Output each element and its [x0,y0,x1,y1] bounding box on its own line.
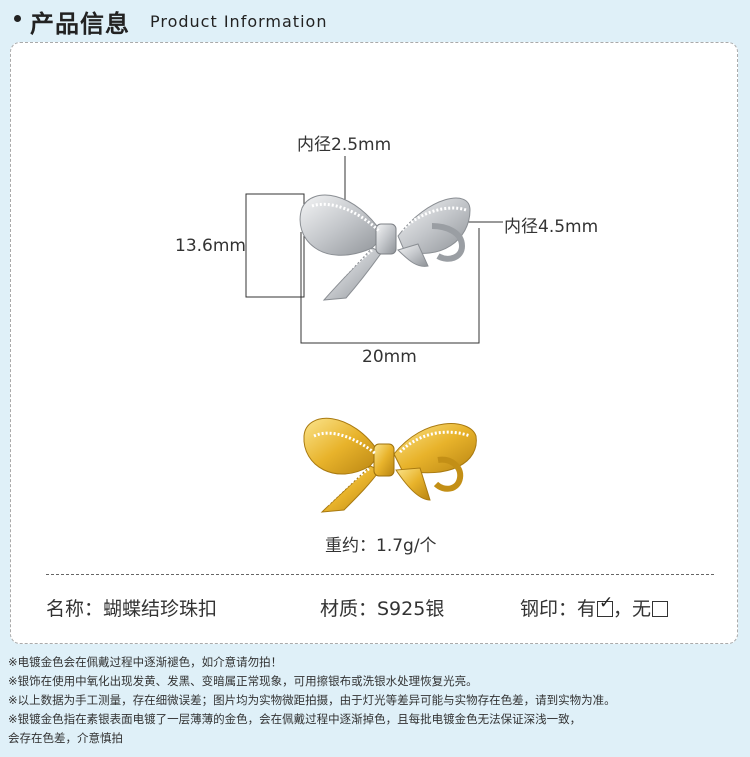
section-header: 产品信息 Product Information [0,0,750,40]
notes-list: ※电镀金色会在佩戴过程中逐渐褪色，如介意请勿拍！ ※银饰在使用中氧化出现发黄、发… [8,653,748,748]
measurement-lines [245,156,503,344]
product-material: 材质：S925银 [320,598,445,620]
stamp-separator: ，无 [613,598,652,620]
note-item: ※电镀金色会在佩戴过程中逐渐褪色，如介意请勿拍！ [8,655,283,669]
width-label: 20mm [362,347,417,367]
product-stamp: 钢印：有✓，无 [520,594,669,621]
note-item: ※以上数据为手工测量，存在细微误差；图片均为实物微距拍摄，由于灯光等差异可能与实… [8,693,616,707]
inner-diameter-large-label: 内径4.5mm [504,217,599,237]
empty-box-icon [652,601,669,617]
bow-clasp-silver-image [299,194,471,301]
product-name: 名称：蝴蝶结珍珠扣 [46,598,218,620]
checked-box-icon: ✓ [597,595,613,617]
inner-diameter-small-label: 内径2.5mm [297,135,392,155]
note-continuation: 会存在色差，介意慎拍 [8,731,123,745]
section-subtitle: Product Information [150,12,328,31]
section-title: 产品信息 [30,10,130,38]
height-label: 13.6mm [175,236,246,256]
weight-label: 重约：1.7g/个 [325,536,437,556]
note-item: ※银饰在使用中氧化出现发黄、发黑、变暗属正常现象，可用擦银布或洗银水处理恢复光亮… [8,674,478,688]
header-bullet-icon [14,15,21,22]
note-item: ※银镀金色指在素银表面电镀了一层薄薄的金色，会在佩戴过程中逐渐掉色，且每批电镀金… [8,712,582,726]
bow-clasp-gold-image [303,417,477,513]
stamp-label: 钢印：有 [520,598,597,620]
card-divider [46,574,714,575]
